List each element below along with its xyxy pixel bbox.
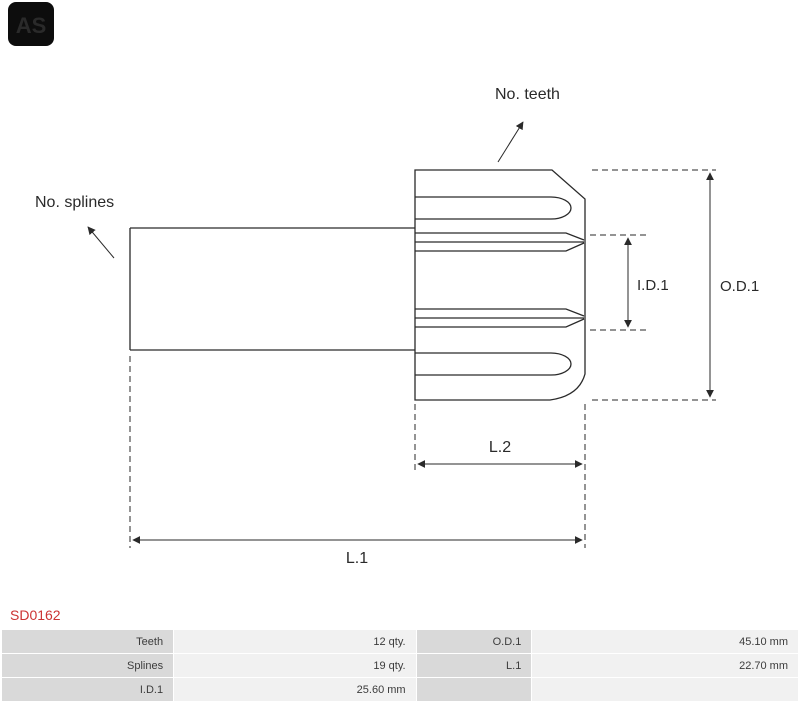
- brand-logo: AS: [8, 2, 54, 46]
- spec-label: Splines: [2, 654, 174, 677]
- table-row: Teeth 12 qty. O.D.1 45.10 mm: [2, 630, 798, 653]
- spec-value: 45.10 mm: [532, 630, 798, 653]
- part-number: SD0162: [10, 607, 61, 623]
- spec-label: [416, 678, 532, 701]
- spec-label: Teeth: [2, 630, 174, 653]
- part-outline: [129, 169, 586, 401]
- l1-label: L.1: [346, 550, 368, 567]
- no-teeth-leader-arrow: [497, 121, 524, 163]
- no-splines-label: No. splines: [35, 194, 114, 211]
- spec-table: Teeth 12 qty. O.D.1 45.10 mm Splines 19 …: [1, 629, 799, 702]
- table-row: Splines 19 qty. L.1 22.70 mm: [2, 654, 798, 677]
- starter-drive-diagram: AS: [8, 2, 759, 567]
- spec-value: 22.70 mm: [532, 654, 798, 677]
- gear-body-outline: [414, 169, 586, 401]
- dimension-lines: [87, 121, 714, 544]
- id1-label: I.D.1: [637, 277, 669, 294]
- spec-label: I.D.1: [2, 678, 174, 701]
- od1-label: O.D.1: [720, 278, 759, 295]
- logo-text: AS: [16, 13, 47, 38]
- shaft-outline: [129, 227, 415, 351]
- spec-value: 19 qty.: [174, 654, 416, 677]
- spec-value: [532, 678, 798, 701]
- no-teeth-label: No. teeth: [495, 86, 560, 103]
- gear-teeth-upper: [415, 232, 585, 252]
- gear-teeth-lower: [415, 308, 585, 328]
- spec-value: 25.60 mm: [174, 678, 416, 701]
- spec-label: O.D.1: [416, 630, 532, 653]
- technical-drawing-area: AS: [8, 2, 759, 567]
- spec-label: L.1: [416, 654, 532, 677]
- table-row: I.D.1 25.60 mm: [2, 678, 798, 701]
- no-splines-leader-arrow: [87, 226, 115, 259]
- gear-tooth-top: [415, 196, 572, 220]
- spec-value: 12 qty.: [174, 630, 416, 653]
- extension-lines: [129, 169, 716, 548]
- logo-background: [8, 2, 54, 46]
- l2-label: L.2: [489, 439, 511, 456]
- gear-tooth-bottom: [415, 352, 572, 376]
